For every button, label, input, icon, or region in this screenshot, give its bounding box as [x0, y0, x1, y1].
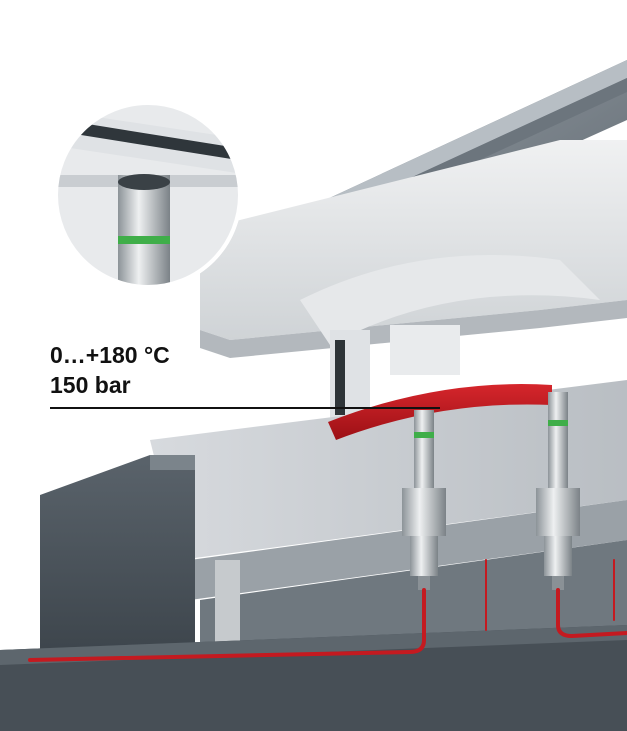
leader-line [50, 407, 440, 409]
sensor-cables [28, 559, 627, 662]
workpiece [328, 384, 552, 440]
pressure-label: 150 bar [50, 372, 131, 398]
sensor-right [536, 392, 580, 590]
sensor-left [402, 410, 446, 590]
upper-die [200, 140, 627, 420]
machine-base [0, 625, 627, 731]
machine-side-block [40, 455, 195, 655]
detail-inset [54, 101, 242, 289]
spec-labels: 0…+180 °C 150 bar [50, 340, 170, 400]
temperature-label: 0…+180 °C [50, 342, 170, 368]
